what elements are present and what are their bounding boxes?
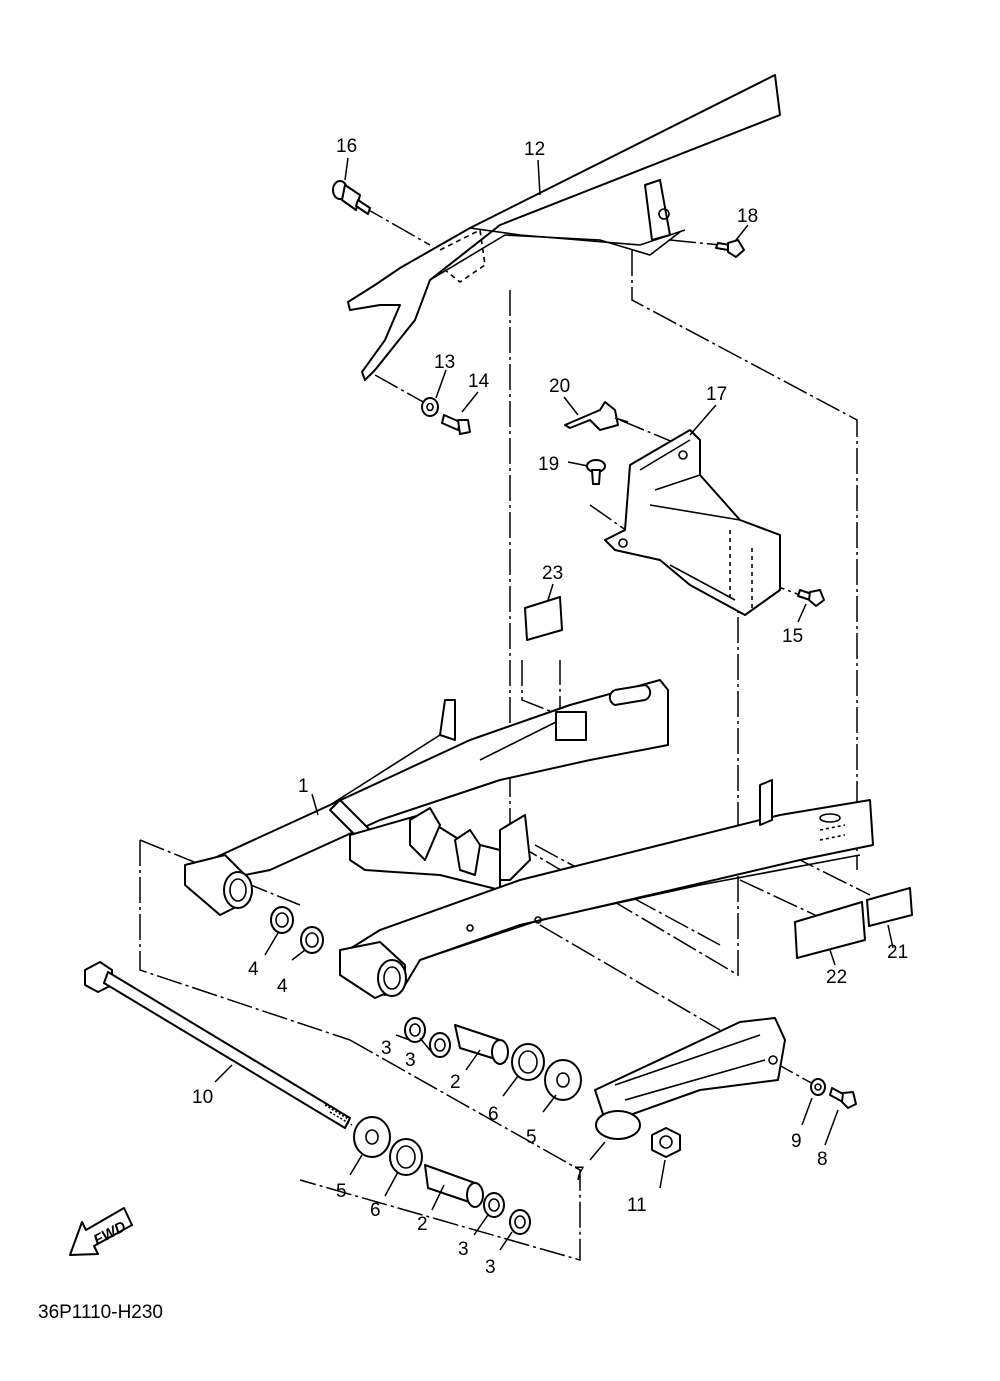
- callout-4-a: 4: [248, 959, 259, 980]
- callout-leaders: [214, 157, 894, 1251]
- callout-23: 23: [542, 563, 563, 584]
- bearing-part-3-c: [483, 1192, 505, 1218]
- callout-21: 21: [887, 942, 908, 963]
- label-part-21: [866, 887, 913, 927]
- bearing-part-4-b: [300, 926, 324, 954]
- callout-8: 8: [817, 1149, 828, 1170]
- callout-6-a: 6: [370, 1200, 381, 1221]
- callout-11: 11: [627, 1195, 647, 1216]
- bearings-and-collars: [270, 906, 582, 1235]
- callout-3-b: 3: [405, 1050, 416, 1071]
- diagram-code: 36P1110-H230: [38, 1302, 163, 1323]
- collar-part-2-b: [424, 1164, 484, 1208]
- fwd-arrow: FWD: [69, 1207, 133, 1256]
- callout-4-b: 4: [277, 976, 288, 997]
- chain-case-part-12: [347, 74, 781, 381]
- callout-3-d: 3: [485, 1257, 496, 1278]
- bearing-part-3-a: [404, 1017, 426, 1043]
- callout-2-lower: 2: [417, 1214, 428, 1235]
- callout-labels: 1 2 2 3 3 3 3 4 4 5 5 6 6 7 8 9 10 11 12…: [192, 136, 908, 1278]
- thrust-cover-part-5-b: [353, 1116, 391, 1158]
- bolt-part-14: [441, 414, 471, 435]
- callout-16: 16: [336, 136, 357, 157]
- callout-12: 12: [524, 139, 545, 160]
- collar-part-2-a: [454, 1024, 509, 1065]
- bearing-part-4-a: [270, 906, 294, 934]
- callout-5-b: 5: [526, 1127, 537, 1148]
- callout-5-a: 5: [336, 1181, 347, 1202]
- pivot-shaft-part-10: [84, 961, 353, 1129]
- clamp-part-20: [564, 401, 629, 431]
- oil-seal-part-6-a: [511, 1043, 545, 1081]
- washer-part-13: [421, 397, 439, 417]
- bolt-part-16: [332, 180, 371, 215]
- bolt-part-15: [797, 589, 825, 607]
- label-part-22: [794, 901, 866, 959]
- thrust-cover-part-5-a: [544, 1059, 582, 1101]
- callout-3-a: 3: [381, 1038, 392, 1059]
- fasteners: [332, 180, 857, 1158]
- bearing-part-3-d: [509, 1209, 531, 1235]
- guard-part-17: [604, 429, 781, 616]
- bolt-part-18: [715, 239, 745, 258]
- callout-1: 1: [298, 776, 309, 797]
- callout-17: 17: [706, 384, 727, 405]
- plate-part-7: [594, 1017, 786, 1140]
- clip-part-19: [586, 459, 606, 485]
- callout-13: 13: [434, 352, 455, 373]
- callout-9: 9: [791, 1131, 802, 1152]
- callout-15: 15: [782, 626, 803, 647]
- callout-3-c: 3: [458, 1239, 469, 1260]
- nut-part-11: [651, 1127, 681, 1158]
- bearing-part-3-b: [429, 1032, 451, 1058]
- label-part-23: [524, 596, 563, 641]
- washer-part-9: [810, 1078, 826, 1096]
- rear-arm-part-1: [184, 679, 874, 999]
- callout-7: 7: [574, 1164, 585, 1185]
- callout-6-b: 6: [488, 1104, 499, 1125]
- callout-20: 20: [549, 376, 570, 397]
- callout-19: 19: [538, 454, 559, 475]
- bolt-part-8: [829, 1087, 857, 1109]
- callout-22: 22: [826, 967, 847, 988]
- label-stickers: [524, 596, 913, 959]
- oil-seal-part-6-b: [389, 1138, 423, 1176]
- callout-10: 10: [192, 1087, 213, 1108]
- callout-18: 18: [737, 206, 758, 227]
- callout-14: 14: [468, 371, 490, 392]
- callout-2-upper: 2: [450, 1072, 461, 1093]
